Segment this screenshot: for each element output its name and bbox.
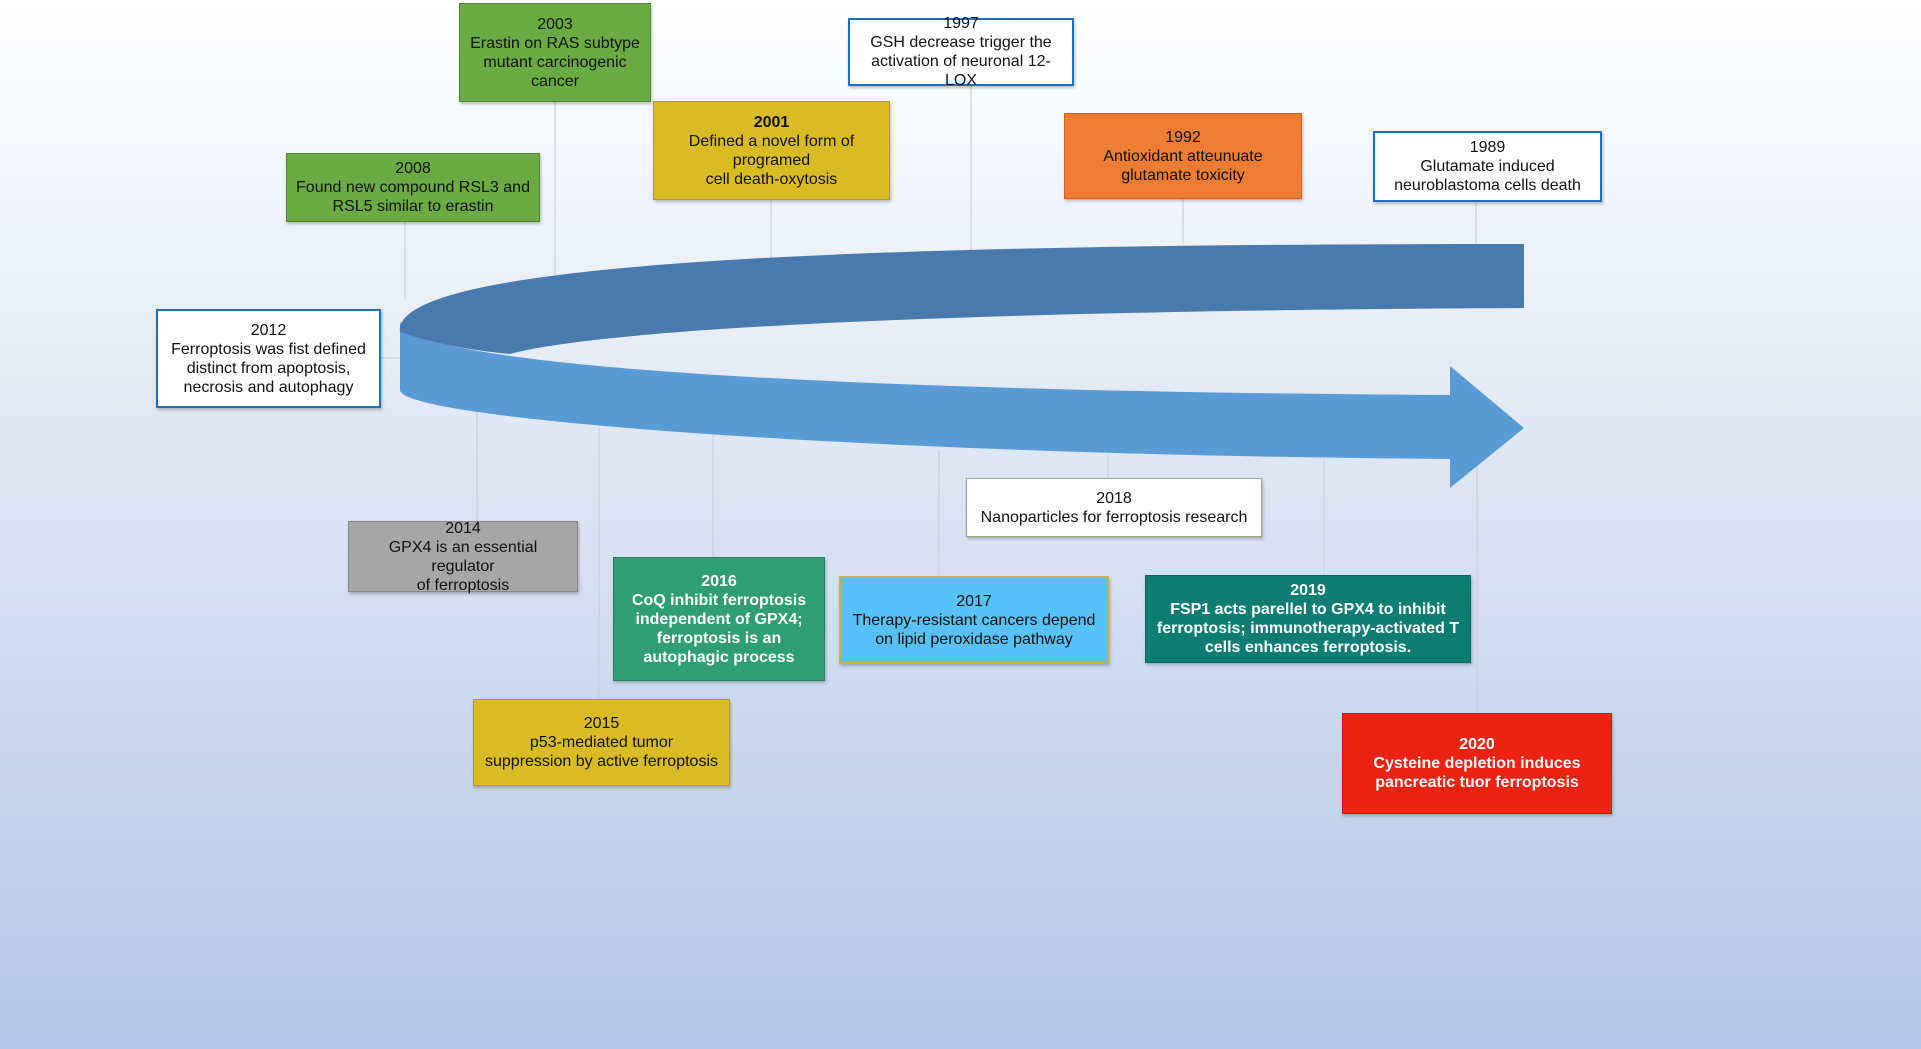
event-text: p53-mediated tumor suppression by active… <box>485 734 718 770</box>
event-text: Nanoparticles for ferroptosis research <box>980 508 1248 526</box>
event-box-2012: 2012 Ferroptosis was fist defined distin… <box>156 309 381 408</box>
event-year: 1989 <box>1469 139 1506 156</box>
event-text: Defined a novel form of programed cell d… <box>688 132 855 188</box>
event-box-2003: 2003 Erastin on RAS subtype mutant carci… <box>459 3 651 102</box>
event-year: 2001 <box>753 113 790 131</box>
event-box-1997: 1997 GSH decrease trigger the activation… <box>848 15 1074 89</box>
event-box-2016: 2016 CoQ inhibit ferroptosis independent… <box>613 557 825 681</box>
event-text: Cysteine depletion induces pancreatic tu… <box>1373 755 1581 791</box>
event-text: Therapy-resistant cancers depend on lipi… <box>852 611 1096 648</box>
arrow-upper-band <box>399 244 1525 354</box>
event-year: 2003 <box>537 15 573 33</box>
event-year: 1992 <box>1165 128 1201 146</box>
event-year: 2019 <box>1290 582 1326 599</box>
event-box-2014: 2014 GPX4 is an essential regulator of f… <box>348 519 578 594</box>
event-box-2001: 2001 Defined a novel form of programed c… <box>653 101 890 200</box>
event-box-1992: 1992 Antioxidant atteunuate glutamate to… <box>1064 113 1302 199</box>
event-box-2015: 2015 p53-mediated tumor suppression by a… <box>473 699 730 786</box>
event-text: GPX4 is an essential regulator of ferrop… <box>388 538 538 594</box>
event-year: 2018 <box>1096 489 1132 507</box>
event-box-2018: 2018 Nanoparticles for ferroptosis resea… <box>966 478 1262 537</box>
event-box-2017: 2017 Therapy-resistant cancers depend on… <box>839 576 1109 664</box>
event-year: 2014 <box>445 519 481 537</box>
event-year: 2012 <box>250 321 287 339</box>
event-box-2019: 2019 FSP1 acts parellel to GPX4 to inhib… <box>1145 575 1471 663</box>
event-year: 2008 <box>395 160 431 177</box>
event-text: Glutamate induced neuroblastoma cells de… <box>1394 158 1581 194</box>
event-text: Ferroptosis was fist defined distinct fr… <box>171 340 366 396</box>
event-text: Antioxidant atteunuate glutamate toxicit… <box>1103 147 1263 184</box>
event-text: CoQ inhibit ferroptosis independent of G… <box>631 591 807 666</box>
event-box-2020: 2020 Cysteine depletion induces pancreat… <box>1342 713 1612 814</box>
event-text: Erastin on RAS subtype mutant carcinogen… <box>470 34 640 90</box>
event-year: 2017 <box>956 592 992 610</box>
event-text: FSP1 acts parellel to GPX4 to inhibit fe… <box>1156 601 1460 656</box>
event-year: 2015 <box>583 715 620 732</box>
event-box-2008: 2008 Found new compound RSL3 and RSL5 si… <box>286 153 540 222</box>
event-year: 2020 <box>1459 736 1495 753</box>
event-year: 1997 <box>943 15 979 32</box>
event-text: GSH decrease trigger the activation of n… <box>870 34 1052 89</box>
event-year: 2016 <box>701 572 737 590</box>
arrow-lower-band <box>400 320 1524 488</box>
event-text: Found new compound RSL3 and RSL5 similar… <box>296 179 530 215</box>
event-box-1989: 1989 Glutamate induced neuroblastoma cel… <box>1373 131 1602 202</box>
